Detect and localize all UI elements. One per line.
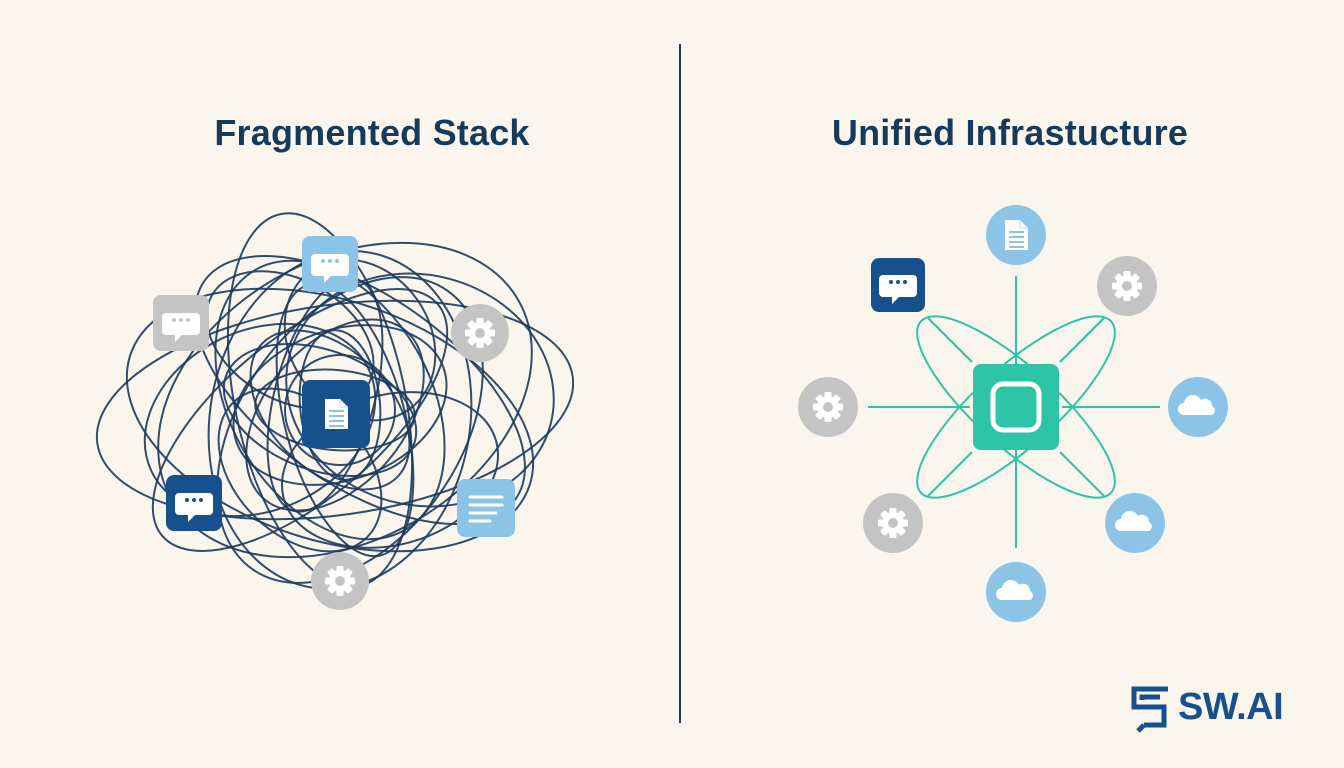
fragmented-stack-title: Fragmented Stack <box>214 112 530 153</box>
gear-icon <box>311 552 369 610</box>
brand-mark-icon <box>1131 686 1168 733</box>
cloud-icon <box>1105 493 1165 553</box>
chat-bubble-icon <box>166 475 222 531</box>
brand-name: SW.AI <box>1178 686 1284 728</box>
chat-bubble-icon <box>153 295 209 351</box>
gear-icon <box>863 493 923 553</box>
gear-icon <box>451 304 509 362</box>
hub-square-icon <box>973 364 1059 450</box>
cloud-icon <box>986 562 1046 622</box>
document-icon <box>986 205 1046 265</box>
brand-logo: SW.AI <box>1128 683 1318 735</box>
center-divider <box>679 44 681 723</box>
cloud-icon <box>1168 377 1228 437</box>
document-icon <box>302 380 370 448</box>
text-lines-icon <box>457 479 515 537</box>
unified-infrastructure-title: Unified Infrastucture <box>831 112 1189 153</box>
chat-bubble-icon <box>871 258 925 312</box>
gear-icon <box>798 377 858 437</box>
gear-icon <box>1097 256 1157 316</box>
chat-bubble-icon <box>302 236 358 292</box>
